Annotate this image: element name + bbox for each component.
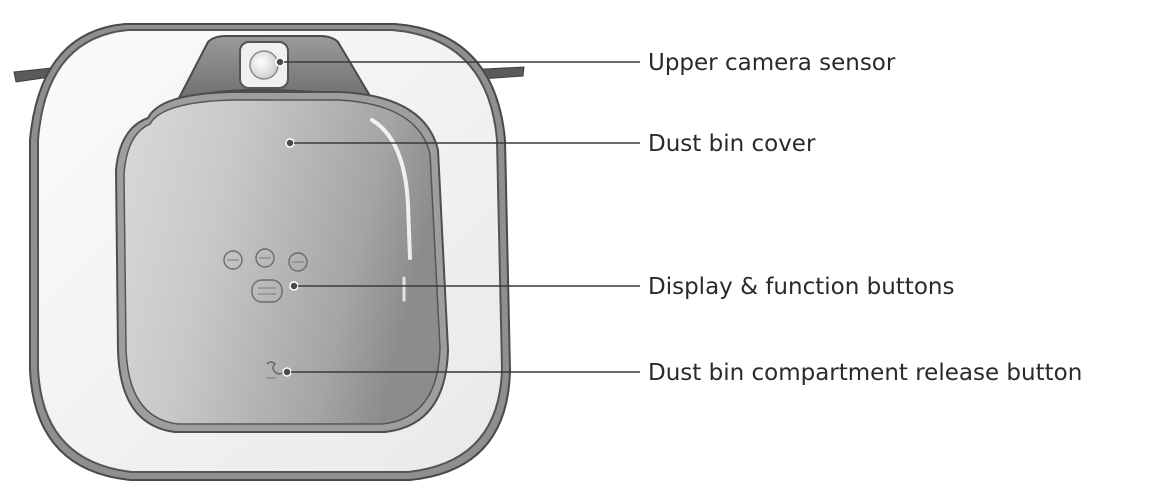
function-button[interactable]	[288, 252, 308, 272]
dust-bin-release-button[interactable]	[266, 361, 284, 379]
camera-lens	[249, 50, 279, 80]
label-upper-camera-sensor: Upper camera sensor	[648, 50, 896, 76]
callout-dot-camera	[275, 57, 285, 67]
label-dust-bin-release-button: Dust bin compartment release button	[648, 360, 1082, 386]
camera-housing	[176, 35, 372, 102]
callout-dot-cover	[285, 138, 295, 148]
start-stop-button[interactable]	[251, 279, 283, 303]
callout-dot-release	[282, 367, 292, 377]
label-dust-bin-cover: Dust bin cover	[648, 131, 816, 157]
cover-highlight	[370, 118, 412, 260]
callout-leaders	[275, 57, 640, 377]
function-buttons[interactable]	[223, 248, 308, 303]
function-button[interactable]	[255, 248, 275, 268]
label-display-function-buttons: Display & function buttons	[648, 274, 954, 300]
callout-dot-buttons	[289, 281, 299, 291]
function-button[interactable]	[223, 250, 243, 270]
dust-bin-cover[interactable]	[123, 99, 441, 425]
